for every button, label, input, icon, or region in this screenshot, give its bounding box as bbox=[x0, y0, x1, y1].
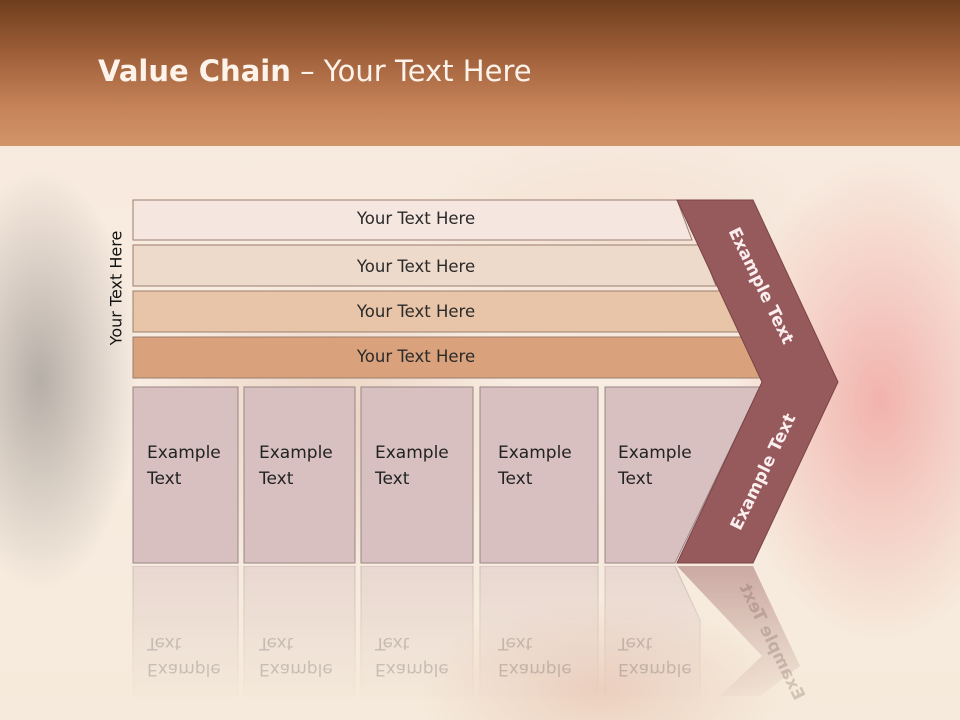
row-label-3: Your Text Here bbox=[356, 302, 476, 321]
row-bar-2[interactable] bbox=[132, 244, 717, 287]
column-label-3-line1: Example bbox=[375, 443, 449, 463]
title-rest: – Your Text Here bbox=[290, 54, 532, 88]
column-box-5[interactable] bbox=[604, 386, 761, 564]
column-label-2-reflection-line1: Example bbox=[259, 659, 333, 679]
column-label-4-reflection-line1: Example bbox=[498, 659, 572, 679]
column-label-5-reflection: Example Text bbox=[618, 630, 713, 682]
column-label-2-reflection-line2: Text bbox=[259, 633, 294, 653]
column-label-2-line2: Text bbox=[259, 469, 294, 489]
column-label-1-reflection-line1: Example bbox=[147, 659, 221, 679]
title-bold: Value Chain bbox=[98, 54, 291, 88]
chevron-arrow[interactable] bbox=[676, 199, 839, 564]
column-label-4-reflection-line2: Text bbox=[498, 633, 533, 653]
column-label-3-line2: Text bbox=[375, 469, 410, 489]
column-label-1-reflection: Example Text bbox=[147, 630, 242, 682]
column-label-1-line1: Example bbox=[147, 443, 221, 463]
column-label-3-reflection-line1: Example bbox=[375, 659, 449, 679]
column-label-5-reflection-line1: Example bbox=[618, 659, 692, 679]
column-label-5-line2: Text bbox=[618, 469, 653, 489]
column-box-1[interactable] bbox=[132, 386, 239, 564]
column-label-4-reflection: Example Text bbox=[498, 630, 593, 682]
reflection bbox=[132, 565, 800, 697]
column-label-2-line1: Example bbox=[259, 443, 333, 463]
row-label-1: Your Text Here bbox=[356, 209, 476, 228]
row-label-4: Your Text Here bbox=[356, 347, 476, 366]
row-label-2: Your Text Here bbox=[356, 257, 476, 276]
column-box-2[interactable] bbox=[243, 386, 356, 564]
column-box-3[interactable] bbox=[360, 386, 474, 564]
column-label-5-line1: Example bbox=[618, 443, 692, 463]
column-label-4-line1: Example bbox=[498, 443, 572, 463]
slide-title: Value Chain – Your Text Here bbox=[98, 54, 532, 88]
title-bar bbox=[0, 0, 960, 146]
column-label-5-reflection-line2: Text bbox=[618, 633, 653, 653]
column-label-3-reflection-line2: Text bbox=[375, 633, 410, 653]
column-label-4-line2: Text bbox=[498, 469, 533, 489]
column-label-3-reflection: Example Text bbox=[375, 630, 470, 682]
column-label-1-reflection-line2: Text bbox=[147, 633, 182, 653]
column-box-4[interactable] bbox=[479, 386, 599, 564]
column-label-1-line2: Text bbox=[147, 469, 182, 489]
row-bar-1[interactable] bbox=[132, 199, 693, 241]
column-label-2-reflection: Example Text bbox=[259, 630, 354, 682]
